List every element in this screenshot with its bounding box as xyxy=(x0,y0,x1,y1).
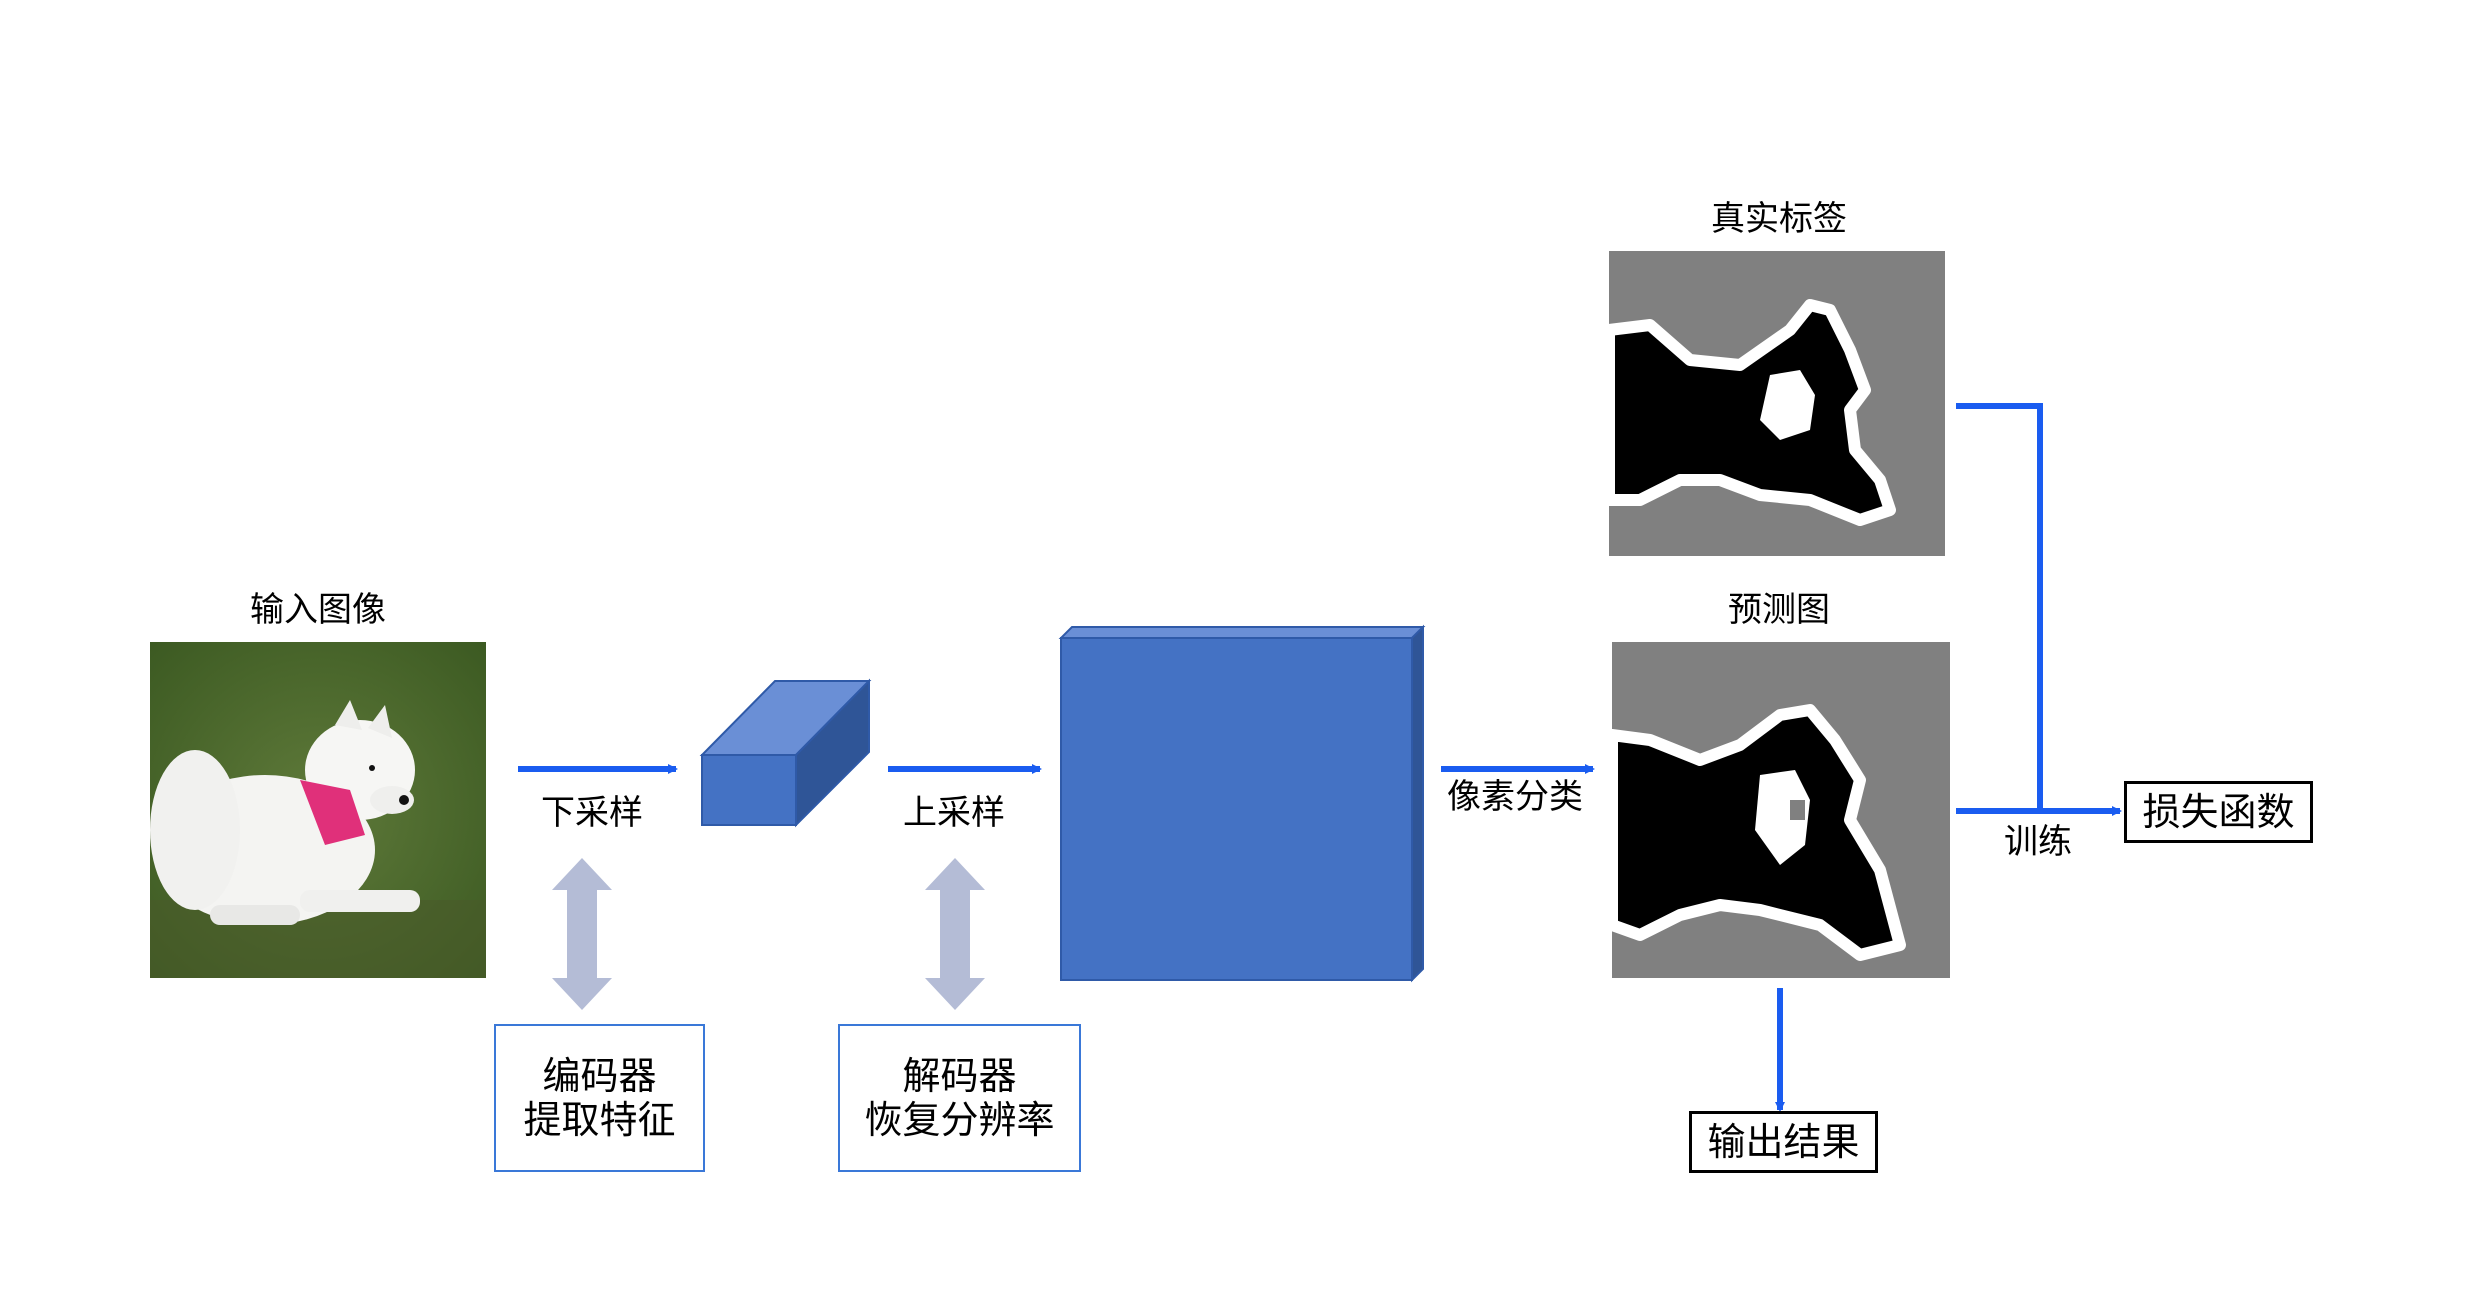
downsample-label: 下采样 xyxy=(541,793,643,833)
decoded-feature-block xyxy=(1058,624,1426,983)
decoder-line1: 解码器 xyxy=(902,1054,1017,1098)
output-box: 输出结果 xyxy=(1689,1111,1878,1173)
encoder-double-arrow xyxy=(552,858,612,1010)
decoder-box: 解码器 恢复分辨率 xyxy=(838,1024,1081,1172)
ground-truth-mask xyxy=(1603,251,1945,556)
encoder-line1: 编码器 xyxy=(542,1054,657,1098)
flow-arrows xyxy=(518,403,2122,1112)
decoder-double-arrow xyxy=(925,858,985,1010)
prediction-mask xyxy=(1606,642,1950,978)
decoder-line2: 恢复分辨率 xyxy=(864,1098,1055,1142)
gt-to-loss-line xyxy=(1956,403,2043,811)
upsample-label: 上采样 xyxy=(903,793,1005,833)
encoder-line2: 提取特征 xyxy=(523,1098,676,1142)
loss-label: 损失函数 xyxy=(2142,790,2295,834)
train-label: 训练 xyxy=(2004,822,2072,862)
input-image xyxy=(150,642,486,978)
output-label: 输出结果 xyxy=(1707,1120,1860,1164)
encoder-box: 编码器 提取特征 xyxy=(494,1024,705,1172)
pred-title: 预测图 xyxy=(1728,590,1830,630)
gt-title: 真实标签 xyxy=(1711,199,1847,239)
pixel-classify-label: 像素分类 xyxy=(1447,777,1583,817)
input-title: 输入图像 xyxy=(250,590,386,630)
encoded-feature-block xyxy=(699,678,872,828)
loss-box: 损失函数 xyxy=(2124,781,2313,843)
